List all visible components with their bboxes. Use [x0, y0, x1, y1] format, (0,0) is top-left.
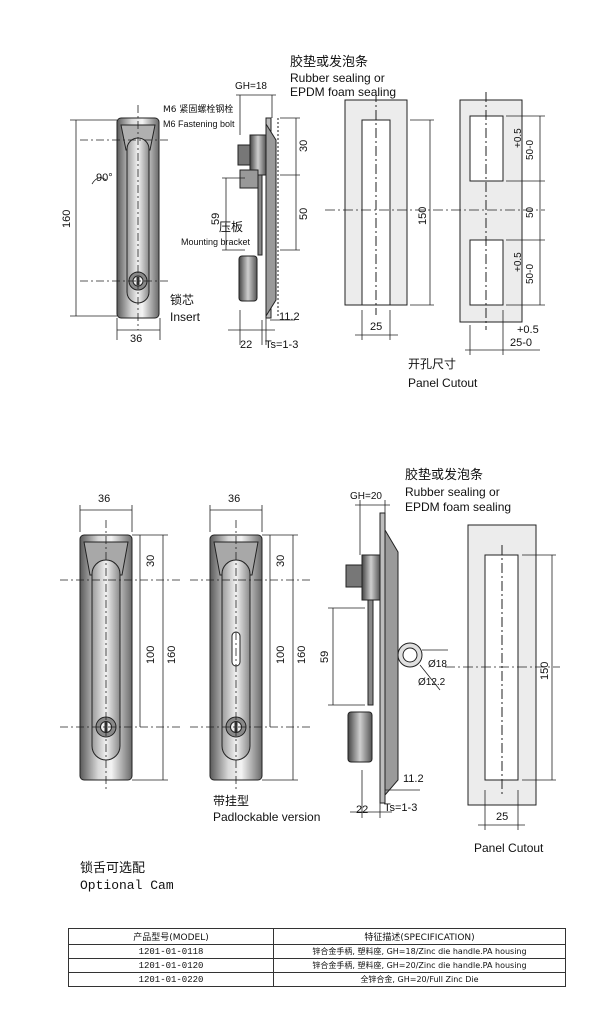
fastening-bolt-label-en: M6 Fastening bolt: [163, 119, 235, 129]
dim-150-top: 150: [417, 206, 429, 225]
handle-front-view-bottom-padlock: [209, 534, 263, 781]
table-row: 1201-01-0120 锌合金手柄, 塑料座, GH=20/Zinc die …: [68, 958, 566, 973]
handle-side-view-top: [237, 117, 279, 319]
dim-100-bottom-padlock: 100: [275, 645, 287, 664]
spec-cell: 锌合金手柄, 塑料座, GH=20/Zinc die handle.PA hou…: [273, 958, 566, 973]
rotation-90-label: 90°: [96, 172, 113, 184]
model-cell: 1201-01-0118: [68, 944, 274, 959]
tol-25-0: 25-0: [510, 337, 533, 349]
rubber-sealing-label-zh-bottom: 胶垫或发泡条: [405, 468, 484, 483]
dim-100-bottom-left: 100: [145, 645, 157, 664]
dim-160-bottom-padlock: 160: [296, 645, 308, 664]
dim-59-top: 59: [210, 212, 222, 225]
padlockable-label-zh: 带挂型: [213, 794, 250, 808]
dim-11-2-bottom: 11.2: [403, 773, 424, 785]
dim-36-top: 36: [130, 333, 143, 345]
gh-dimension: GH=18: [235, 81, 267, 92]
rubber-sealing-label-en: Rubber sealing or: [290, 71, 385, 85]
dimension-lines-bottom: [60, 500, 560, 830]
model-column-header: 产品型号(MODEL): [68, 928, 274, 945]
specification-table: 产品型号(MODEL) 特征描述(SPECIFICATION) 1201-01-…: [68, 928, 566, 987]
panel-cutout-top-right: [459, 92, 523, 330]
dim-160-bottom-left: 160: [166, 645, 178, 664]
spec-cell: 锌合金手柄, 塑料座, GH=18/Zinc die handle.PA hou…: [273, 944, 566, 959]
mounting-bracket-label-zh: 压板: [219, 220, 244, 234]
optional-cam-label-zh: 锁舌可选配: [80, 861, 146, 876]
panel-cutout-label-en-top: Panel Cutout: [408, 376, 478, 390]
tol-50-0-a: 50-0: [525, 139, 536, 160]
rubber-sealing-label-zh: 胶垫或发泡条: [290, 55, 369, 70]
ts-dimension-top: Ts=1-3: [265, 339, 299, 351]
gh-dimension-bottom: GH=20: [350, 491, 382, 502]
padlockable-label-en: Padlockable version: [213, 810, 321, 824]
dim-25-top: 25: [370, 321, 383, 333]
tol-plus-0-5-b: +0.5: [513, 252, 524, 272]
dim-160-top: 160: [61, 209, 73, 228]
panel-cutout-label-zh: 开孔尺寸: [408, 357, 457, 371]
dim-30-bottom-left: 30: [145, 554, 157, 567]
dim-36-bottom-padlock: 36: [228, 493, 241, 505]
tol-50-0-b: 50-0: [525, 263, 536, 284]
insert-label-zh: 锁芯: [170, 293, 195, 307]
model-cell: 1201-01-0120: [68, 958, 274, 973]
dim-50-top: 50: [298, 207, 310, 220]
table-row: 1201-01-0220 全锌合金, GH=20/Full Zinc Die: [68, 972, 566, 987]
dimension-lines-top: [70, 94, 545, 355]
dim-59-bottom: 59: [319, 650, 331, 663]
insert-label-en: Insert: [170, 310, 201, 324]
mounting-bracket-label-en: Mounting bracket: [181, 237, 251, 247]
dim-50-cutout: 50: [525, 206, 536, 218]
panel-cutout-label-en-bottom: Panel Cutout: [474, 841, 544, 855]
table-row: 1201-01-0118 锌合金手柄, 塑料座, GH=18/Zinc die …: [68, 944, 566, 959]
epdm-sealing-label-en-bottom: EPDM foam sealing: [405, 500, 512, 514]
panel-cutout-bottom: [467, 524, 537, 806]
model-cell: 1201-01-0220: [68, 972, 274, 987]
optional-cam-label-en: Optional Cam: [80, 878, 174, 893]
table-header-row: 产品型号(MODEL) 特征描述(SPECIFICATION): [68, 928, 566, 945]
dim-dia-18: Ø18: [428, 659, 447, 670]
dim-22-bottom: 22: [356, 804, 369, 816]
ts-dimension-bottom: Ts=1-3: [384, 802, 418, 814]
handle-side-view-bottom: [345, 512, 423, 804]
epdm-sealing-label-en: EPDM foam sealing: [290, 85, 397, 99]
dim-30-bottom-padlock: 30: [275, 554, 287, 567]
dim-30-top: 30: [298, 139, 310, 152]
dim-36-bottom-left: 36: [98, 493, 111, 505]
spec-cell: 全锌合金, GH=20/Full Zinc Die: [273, 972, 566, 987]
panel-cutout-top-left: [344, 92, 408, 315]
tol-plus-0-5-a: +0.5: [513, 128, 524, 148]
spec-column-header: 特征描述(SPECIFICATION): [273, 928, 566, 945]
tol-plus-0-5-c: +0.5: [517, 324, 539, 336]
rubber-sealing-label-en-bottom: Rubber sealing or: [405, 485, 500, 499]
dim-dia-12-2: Ø12.2: [418, 677, 446, 688]
fastening-bolt-label-zh: M6 紧固螺栓钢栓: [163, 105, 234, 115]
dim-25-bottom: 25: [496, 811, 509, 823]
dim-150-bottom: 150: [539, 661, 551, 680]
dim-22-top: 22: [240, 339, 253, 351]
dim-11-2-top: 11.2: [279, 311, 300, 323]
